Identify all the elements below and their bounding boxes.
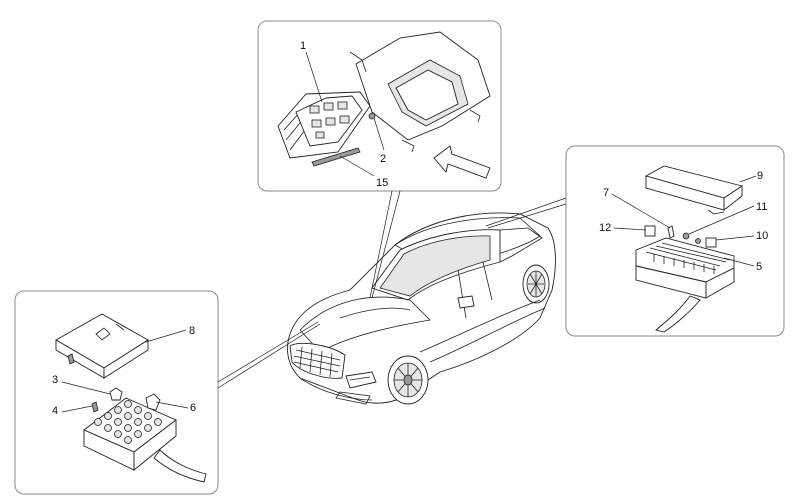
panel-right: 9 7 11 12 10 5	[565, 145, 785, 337]
direction-arrow	[433, 145, 491, 179]
relay-6	[145, 393, 161, 411]
callout-6: 6	[190, 402, 196, 414]
callout-3: 3	[52, 374, 58, 386]
callout-2: 2	[380, 153, 386, 165]
callout-10: 10	[756, 230, 768, 242]
callout-1: 1	[300, 40, 306, 52]
callout-8: 8	[189, 325, 195, 337]
callout-4: 4	[52, 405, 58, 417]
car-illustration	[287, 212, 556, 405]
relay-10	[705, 237, 717, 248]
callout-9: 9	[757, 170, 763, 182]
callout-11: 11	[756, 201, 767, 213]
callout-5: 5	[756, 261, 762, 273]
relay-7	[667, 225, 675, 239]
panel-left: 8 3 4 6	[14, 290, 219, 495]
relay-3	[109, 387, 123, 401]
callout-12: 12	[599, 222, 611, 234]
rear-wheel	[522, 264, 550, 304]
callout-15: 15	[376, 177, 388, 189]
fuse-4	[91, 401, 99, 413]
panel-top: 1 2 15	[257, 20, 502, 192]
fuse-11	[682, 232, 690, 240]
relay-12	[644, 225, 656, 237]
fuse-sockets	[94, 400, 162, 444]
callout-7: 7	[603, 187, 609, 199]
front-wheel	[387, 355, 429, 405]
